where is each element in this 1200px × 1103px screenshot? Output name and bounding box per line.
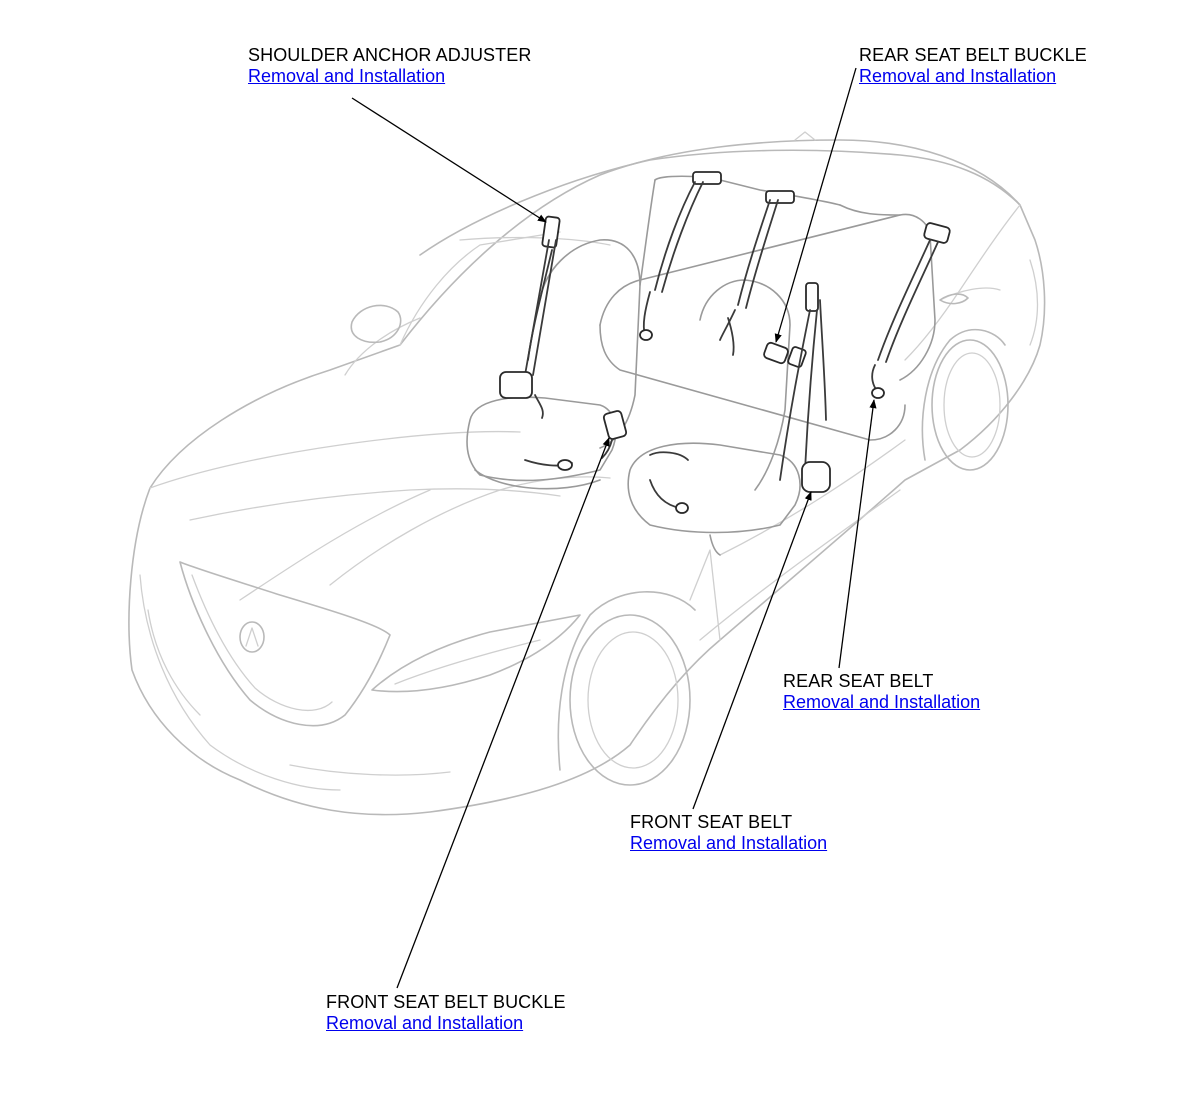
seat-belts-illustration <box>499 171 951 514</box>
callout-title: FRONT SEAT BELT BUCKLE <box>326 992 566 1012</box>
removal-installation-link-front-seat-belt[interactable]: Removal and Installation <box>630 833 828 853</box>
front-left-seat-belt <box>499 215 573 471</box>
leader-shoulder-anchor-adjuster <box>351 97 547 223</box>
rear-left-seat-belt <box>639 171 722 341</box>
rear-center-seat-belt <box>719 190 795 356</box>
front-seat-belt-buckle-part <box>601 410 628 459</box>
leader-rear-seat-belt <box>838 399 877 669</box>
rear-right-seat-belt <box>871 222 951 399</box>
seats-illustration <box>466 175 936 556</box>
callout-title: SHOULDER ANCHOR ADJUSTER <box>248 45 532 65</box>
leader-front-seat-belt <box>692 491 812 810</box>
callout-title: REAR SEAT BELT BUCKLE <box>859 45 1087 65</box>
car-body-illustration <box>128 131 1046 816</box>
leader-front-seat-belt-buckle <box>396 437 610 989</box>
removal-installation-link-front-seat-belt-buckle[interactable]: Removal and Installation <box>326 1013 524 1033</box>
callout-title: REAR SEAT BELT <box>783 671 934 691</box>
callout-front-seat-belt-buckle: FRONT SEAT BELT BUCKLE Removal and Insta… <box>326 992 566 1034</box>
removal-installation-link-shoulder-anchor-adjuster[interactable]: Removal and Installation <box>248 66 446 86</box>
removal-installation-link-rear-seat-belt-buckle[interactable]: Removal and Installation <box>859 66 1057 86</box>
callout-title: FRONT SEAT BELT <box>630 812 793 832</box>
leader-rear-seat-belt-buckle <box>774 67 857 343</box>
leader-lines <box>351 67 877 989</box>
callout-rear-seat-belt-buckle: REAR SEAT BELT BUCKLE Removal and Instal… <box>859 45 1087 87</box>
callout-shoulder-anchor-adjuster: SHOULDER ANCHOR ADJUSTER Removal and Ins… <box>248 45 531 87</box>
callout-rear-seat-belt: REAR SEAT BELT Removal and Installation <box>783 671 980 713</box>
front-right-seat-belt <box>649 282 831 514</box>
callout-front-seat-belt: FRONT SEAT BELT Removal and Installation <box>630 812 827 854</box>
removal-installation-link-rear-seat-belt[interactable]: Removal and Installation <box>783 692 981 712</box>
